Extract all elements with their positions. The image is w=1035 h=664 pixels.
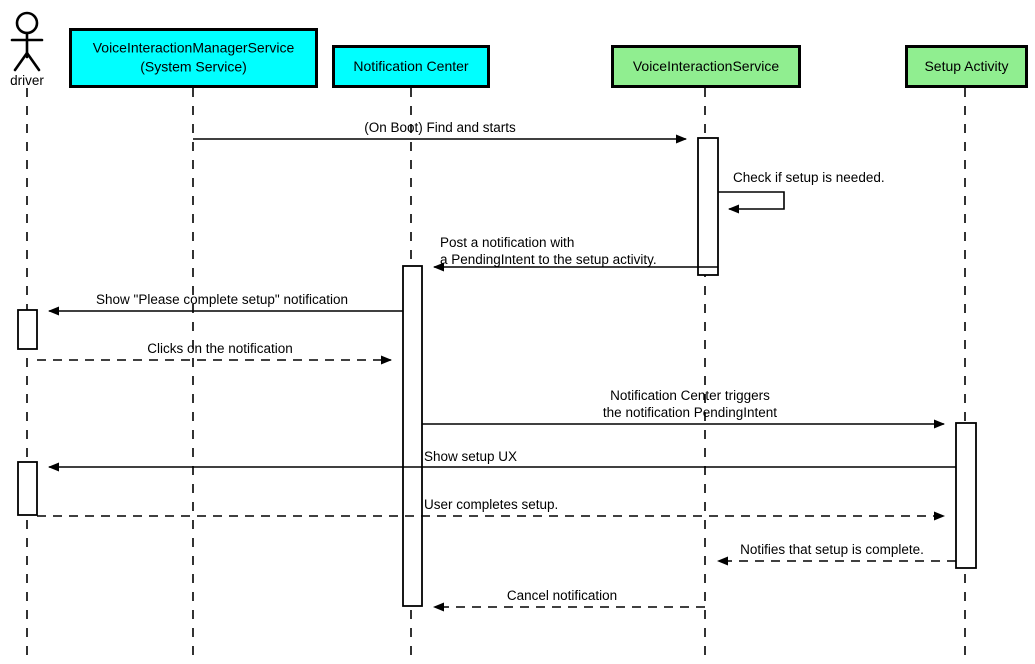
- notification-activation: [402, 265, 423, 607]
- message-m9[interactable]: Notifies that setup is complete.: [717, 542, 956, 566]
- message-label-m7: Show setup UX: [424, 449, 517, 464]
- message-m4[interactable]: Show "Please complete setup" notificatio…: [48, 292, 403, 316]
- participant-box-vis: [611, 45, 801, 88]
- message-label-m4: Show "Please complete setup" notificatio…: [96, 292, 348, 307]
- participant-label-driver: driver: [10, 73, 44, 88]
- actor-leg-right-icon: [25, 51, 41, 72]
- participant-notification_center[interactable]: Notification Center: [332, 45, 490, 88]
- participant-box-notification_center: [332, 45, 490, 88]
- setup-activation: [955, 422, 977, 569]
- participant-label-setup_activity: Setup Activity: [924, 58, 1008, 74]
- participant-driver[interactable]: driver: [10, 11, 44, 88]
- participant-vims[interactable]: VoiceInteractionManagerService (System Se…: [69, 28, 318, 88]
- message-m7[interactable]: Show setup UX: [48, 449, 956, 472]
- message-label-m3: Post a notification with: [440, 235, 574, 250]
- message-line-m2: [718, 191, 785, 214]
- message-label-m5: Clicks on the notification: [147, 341, 293, 356]
- message-m6[interactable]: Notification Center triggers the notifica…: [422, 388, 945, 429]
- driver-activation-1: [17, 309, 38, 350]
- message-m8[interactable]: User completes setup.: [37, 497, 945, 521]
- participant-setup_activity[interactable]: Setup Activity: [905, 45, 1028, 88]
- message-label-m2: Check if setup is needed.: [733, 170, 885, 185]
- message-m10[interactable]: Cancel notification: [433, 588, 705, 612]
- message-m1[interactable]: (On Boot) Find and starts: [193, 120, 687, 144]
- message-m3[interactable]: Post a notification with a PendingIntent …: [433, 235, 718, 272]
- participant-sublabel-vims: (System Service): [140, 59, 247, 75]
- participant-vis[interactable]: VoiceInteractionService: [611, 45, 801, 88]
- participant-box-setup_activity: [905, 45, 1028, 88]
- activations-layer: [17, 137, 977, 607]
- message-m2[interactable]: Check if setup is needed.: [718, 170, 885, 214]
- driver-activation-2: [17, 461, 38, 516]
- participant-label-vims: VoiceInteractionManagerService: [93, 40, 295, 56]
- message-label-m6: the notification PendingIntent: [603, 405, 777, 420]
- participant-headers-layer: driver VoiceInteractionManagerService (Sys…: [10, 11, 1028, 88]
- actor-head-icon: [15, 11, 39, 35]
- vis-activation: [697, 137, 719, 276]
- message-label-m8: User completes setup.: [424, 497, 558, 512]
- participant-label-notification_center: Notification Center: [353, 58, 469, 74]
- message-label-m10: Cancel notification: [507, 588, 617, 603]
- message-label-m6: Notification Center triggers: [610, 388, 770, 403]
- message-label-m3: a PendingIntent to the setup activity.: [440, 252, 657, 267]
- message-label-m9: Notifies that setup is complete.: [740, 542, 924, 557]
- participant-label-vis: VoiceInteractionService: [633, 58, 780, 74]
- actor-leg-left-icon: [13, 51, 29, 72]
- message-m5[interactable]: Clicks on the notification: [37, 341, 392, 365]
- message-label-m1: (On Boot) Find and starts: [364, 120, 516, 135]
- participant-box-vims: [69, 28, 318, 88]
